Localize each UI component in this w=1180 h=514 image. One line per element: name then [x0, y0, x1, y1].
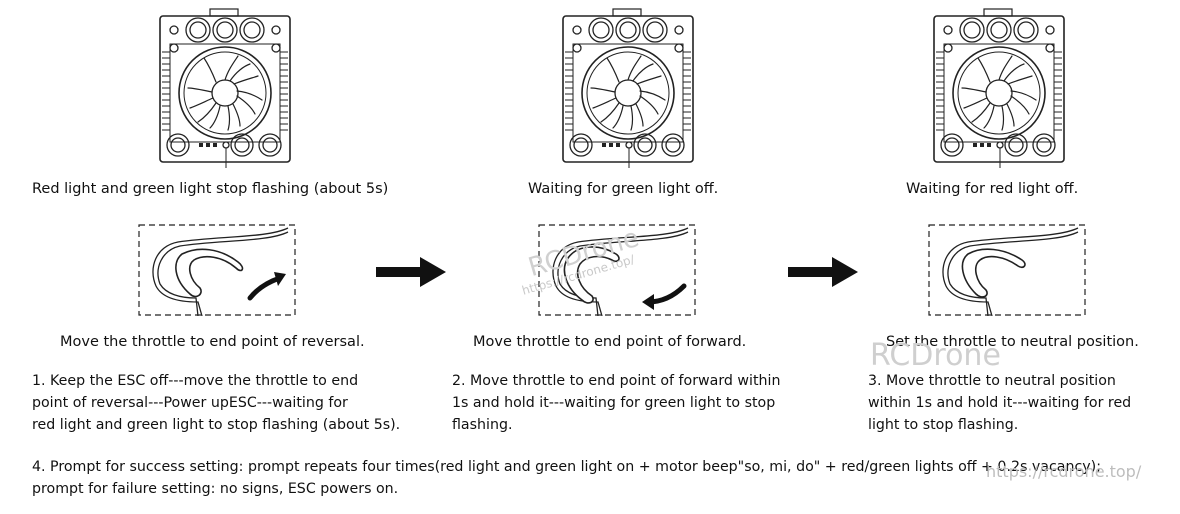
step-3-line: within 1s and hold it---waiting for red — [868, 395, 1132, 411]
throttle-trigger-icon — [538, 224, 696, 316]
step-3-description: 3. Move throttle to neutral position wit… — [868, 370, 1131, 436]
move-instruction-1: Move the throttle to end point of revers… — [60, 334, 365, 350]
step-2-line: 1s and hold it---waiting for green light… — [452, 395, 776, 411]
step-1-line: point of reversal---Power upESC---waitin… — [32, 395, 348, 411]
step-1-caption: Red light and green light stop flashing … — [32, 181, 389, 197]
esc-device-icon — [159, 8, 291, 168]
right-arrow-icon — [376, 257, 446, 287]
step-2-line: flashing. — [452, 417, 513, 433]
prompt-note-line: 4. Prompt for success setting: prompt re… — [32, 459, 1101, 475]
throttle-trigger-icon — [928, 224, 1086, 316]
throttle-trigger-icon — [138, 224, 296, 316]
prompt-note-line: prompt for failure setting: no signs, ES… — [32, 481, 399, 497]
move-instruction-2: Move throttle to end point of forward. — [473, 334, 747, 350]
step-1-line: 1. Keep the ESC off---move the throttle … — [32, 373, 359, 389]
step-2-description: 2. Move throttle to end point of forward… — [452, 370, 780, 436]
step-3-caption: Waiting for red light off. — [906, 181, 1079, 197]
step-1-line: red light and green light to stop flashi… — [32, 417, 401, 433]
step-3-line: light to stop flashing. — [868, 417, 1019, 433]
right-arrow-icon — [788, 257, 858, 287]
esc-device-icon — [933, 8, 1065, 168]
esc-device-icon — [562, 8, 694, 168]
move-instruction-3: Set the throttle to neutral position. — [886, 334, 1139, 350]
step-1-description: 1. Keep the ESC off---move the throttle … — [32, 370, 400, 436]
step-2-line: 2. Move throttle to end point of forward… — [452, 373, 781, 389]
step-2-caption: Waiting for green light off. — [528, 181, 719, 197]
prompt-note: 4. Prompt for success setting: prompt re… — [32, 456, 1101, 500]
step-3-line: 3. Move throttle to neutral position — [868, 373, 1116, 389]
